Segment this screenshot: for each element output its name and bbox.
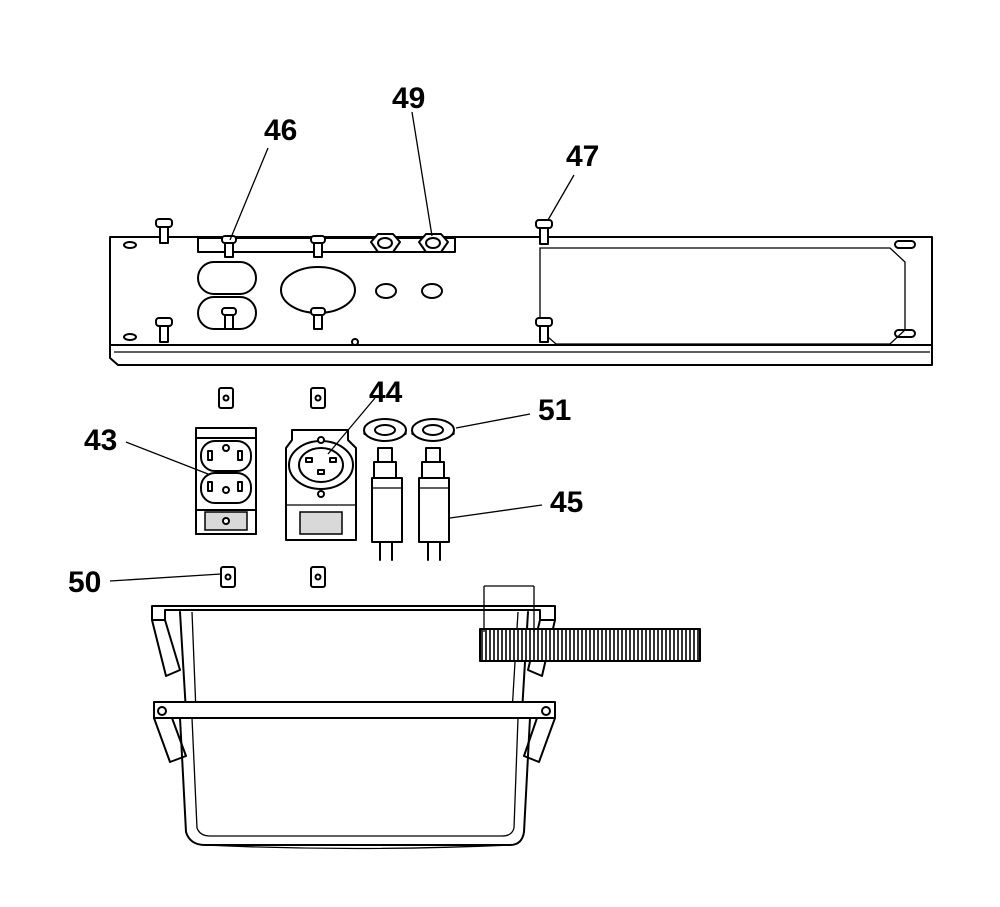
duplex-receptacle xyxy=(195,427,257,535)
callout-47: 47 xyxy=(566,140,599,173)
screw-icon xyxy=(155,317,173,343)
callout-45: 45 xyxy=(550,486,583,519)
washer-icon xyxy=(363,418,407,442)
callout-50: 50 xyxy=(68,566,101,599)
screw-icon xyxy=(155,218,173,244)
retaining-clips-bottom xyxy=(220,566,326,588)
hex-nut-icon xyxy=(370,233,401,253)
clip-icon xyxy=(310,387,326,409)
breaker-icon xyxy=(371,447,403,561)
callout-labels: 46 49 47 43 44 51 45 50 xyxy=(68,82,599,599)
screw-icon xyxy=(310,307,326,330)
conduit-ribs xyxy=(481,629,699,661)
clip-icon xyxy=(218,387,234,409)
screw-icon xyxy=(310,235,326,258)
screw-icon xyxy=(221,235,237,258)
screw-icon xyxy=(221,307,237,330)
clip-icon xyxy=(220,566,236,588)
screw-icon xyxy=(535,219,553,245)
washers xyxy=(363,418,455,442)
clip-icon xyxy=(310,566,326,588)
panel-screws xyxy=(155,218,553,343)
screw-icon xyxy=(535,317,553,343)
retaining-clips-top xyxy=(218,387,326,409)
callout-51: 51 xyxy=(538,394,571,427)
callout-44: 44 xyxy=(369,376,403,409)
circuit-breakers xyxy=(371,447,450,561)
hex-nuts xyxy=(370,233,449,253)
twist-lock-receptacle xyxy=(285,429,357,541)
callout-49: 49 xyxy=(392,82,425,115)
callout-46: 46 xyxy=(264,114,297,147)
hex-nut-icon xyxy=(418,233,449,253)
breaker-icon xyxy=(418,447,450,561)
leader-lines xyxy=(109,111,575,582)
callout-43: 43 xyxy=(84,424,117,457)
corrugated-conduit xyxy=(479,585,701,662)
washer-icon xyxy=(411,418,455,442)
